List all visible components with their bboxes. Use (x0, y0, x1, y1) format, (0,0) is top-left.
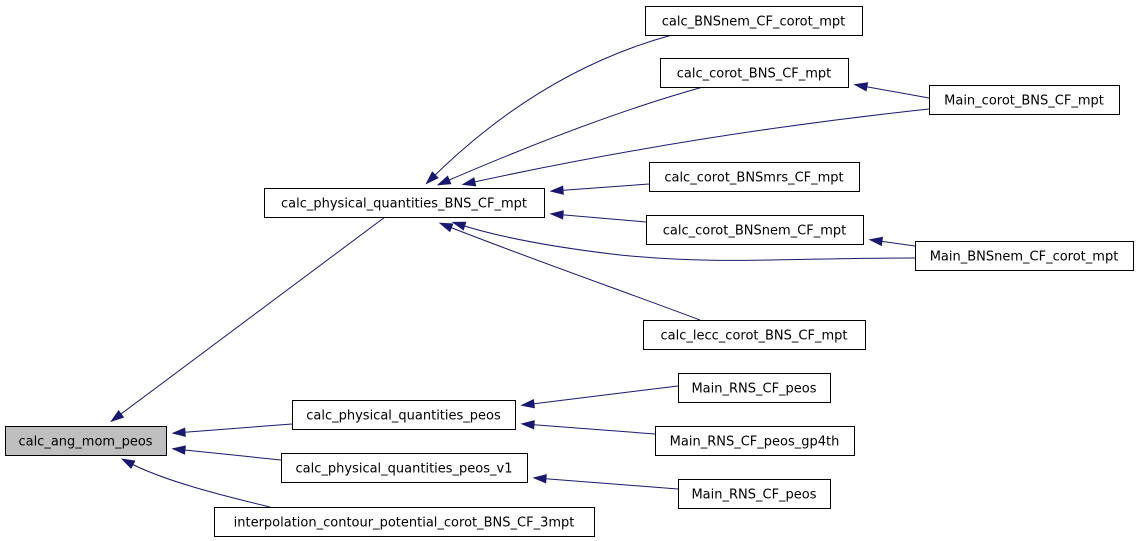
node-box[interactable] (646, 215, 864, 245)
node-label: Main_RNS_CF_peos (691, 382, 816, 397)
node-label: Main_RNS_CF_peos_gp4th (670, 435, 840, 450)
node-calc-corot-bnsnem-cf-mpt[interactable]: calc_corot_BNSnem_CF_mpt (646, 215, 864, 245)
node-box[interactable] (643, 320, 866, 350)
edge-n4-n3 (853, 82, 930, 99)
node-calc-ang-mom-peos[interactable]: calc_ang_mom_peos (5, 426, 167, 456)
edge-line (523, 385, 679, 406)
node-main-rns-cf-peos[interactable]: Main_RNS_CF_peos (678, 373, 831, 403)
arrowhead (549, 185, 564, 195)
edge-n9-n0 (171, 423, 293, 437)
node-label: calc_ang_mom_peos (18, 435, 152, 450)
edge-n2-n1 (425, 34, 673, 185)
arrowhead (451, 221, 467, 231)
node-box[interactable] (915, 241, 1134, 271)
node-label: interpolation_contour_potential_corot_BN… (234, 516, 575, 531)
edge-line (427, 34, 673, 183)
node-calc-corot-bnsmrs-cf-mpt[interactable]: calc_corot_BNSmrs_CF_mpt (649, 162, 860, 192)
node-main-bnsnem-cf-corot-mpt[interactable]: Main_BNSnem_CF_corot_mpt (915, 241, 1134, 271)
edge-n12-n0 (171, 445, 282, 461)
edge-line (454, 222, 916, 261)
edge-n7-n1 (451, 221, 916, 261)
node-box[interactable] (645, 6, 863, 36)
edge-n10-n9 (520, 385, 679, 409)
arrowhead (532, 474, 547, 484)
node-box[interactable] (678, 479, 831, 509)
edge-line (439, 86, 704, 185)
arrowhead (171, 445, 186, 455)
node-main-corot-bns-cf-mpt[interactable]: Main_corot_BNS_CF_mpt (929, 85, 1120, 115)
arrowhead (425, 171, 439, 185)
node-label: calc_physical_quantities_peos_v1 (296, 462, 513, 477)
edge-line (856, 84, 930, 99)
node-calc-corot-bns-cf-mpt[interactable]: calc_corot_BNS_CF_mpt (660, 58, 849, 88)
node-box[interactable] (660, 58, 849, 88)
edge-line (535, 477, 679, 490)
edge-line (112, 216, 386, 421)
node-label: calc_physical_quantities_peos (306, 409, 501, 424)
node-label: Main_corot_BNS_CF_mpt (944, 94, 1104, 109)
node-box[interactable] (5, 426, 167, 456)
arrowhead (436, 175, 452, 186)
arrowhead (461, 177, 477, 187)
node-box[interactable] (678, 373, 831, 403)
node-box[interactable] (214, 507, 595, 537)
node-box[interactable] (649, 162, 860, 192)
edge-line (523, 423, 656, 435)
edge-n5-n1 (549, 183, 650, 195)
node-label: calc_lecc_corot_BNS_CF_mpt (661, 329, 848, 344)
node-calc-bnsnem-cf-corot-mpt[interactable]: calc_BNSnem_CF_corot_mpt (645, 6, 863, 36)
edge-n13-n12 (532, 474, 679, 490)
edge-line (552, 183, 650, 192)
arrowhead (520, 399, 535, 409)
arrowhead (549, 210, 564, 220)
node-box[interactable] (292, 400, 516, 430)
node-box[interactable] (281, 453, 528, 483)
node-label: Main_BNSnem_CF_corot_mpt (930, 250, 1119, 265)
arrowhead (171, 427, 186, 437)
arrowhead (438, 222, 454, 233)
edge-n8-n1 (438, 222, 701, 321)
node-label: Main_RNS_CF_peos (691, 488, 816, 503)
node-calc-lecc-corot-bns-cf-mpt[interactable]: calc_lecc_corot_BNS_CF_mpt (643, 320, 866, 350)
edge-line (174, 448, 282, 461)
node-box[interactable] (655, 426, 855, 456)
edge-line (123, 459, 271, 508)
arrowhead (120, 458, 136, 470)
node-calc-physical-quantities-bns-cf-mpt[interactable]: calc_physical_quantities_BNS_CF_mpt (264, 188, 545, 218)
edge-n3-n1 (436, 86, 704, 186)
node-label: calc_BNSnem_CF_corot_mpt (662, 15, 845, 30)
edges-layer (110, 34, 930, 508)
edge-line (174, 423, 293, 434)
edge-line (552, 213, 647, 223)
edge-line (464, 108, 930, 185)
node-label: calc_corot_BNSnem_CF_mpt (663, 224, 846, 239)
nodes-layer: calc_ang_mom_peos calc_physical_quantitie… (5, 6, 1134, 537)
node-calc-physical-quantities-peos-v1[interactable]: calc_physical_quantities_peos_v1 (281, 453, 528, 483)
edge-n1-n0 (110, 216, 386, 423)
edge-n4-n1 (461, 108, 930, 187)
arrowhead (853, 82, 869, 92)
node-box[interactable] (264, 188, 545, 218)
node-interpolation-contour-potential-corot-bns-cf-3mpt[interactable]: interpolation_contour_potential_corot_BN… (214, 507, 595, 537)
node-main-rns-cf-peos[interactable]: Main_RNS_CF_peos (678, 479, 831, 509)
node-label: calc_corot_BNSmrs_CF_mpt (664, 171, 843, 186)
edge-n7-n6 (868, 236, 916, 247)
arrowhead (520, 420, 535, 430)
edge-line (441, 223, 701, 321)
node-label: calc_corot_BNS_CF_mpt (677, 67, 832, 82)
node-label: calc_physical_quantities_BNS_CF_mpt (281, 197, 527, 212)
node-box[interactable] (929, 85, 1120, 115)
node-calc-physical-quantities-peos[interactable]: calc_physical_quantities_peos (292, 400, 516, 430)
edge-n6-n1 (549, 210, 647, 223)
arrowhead (110, 409, 125, 423)
edge-n14-n0 (120, 458, 271, 508)
node-main-rns-cf-peos-gp4th[interactable]: Main_RNS_CF_peos_gp4th (655, 426, 855, 456)
arrowhead (868, 236, 884, 247)
edge-n11-n9 (520, 420, 656, 435)
